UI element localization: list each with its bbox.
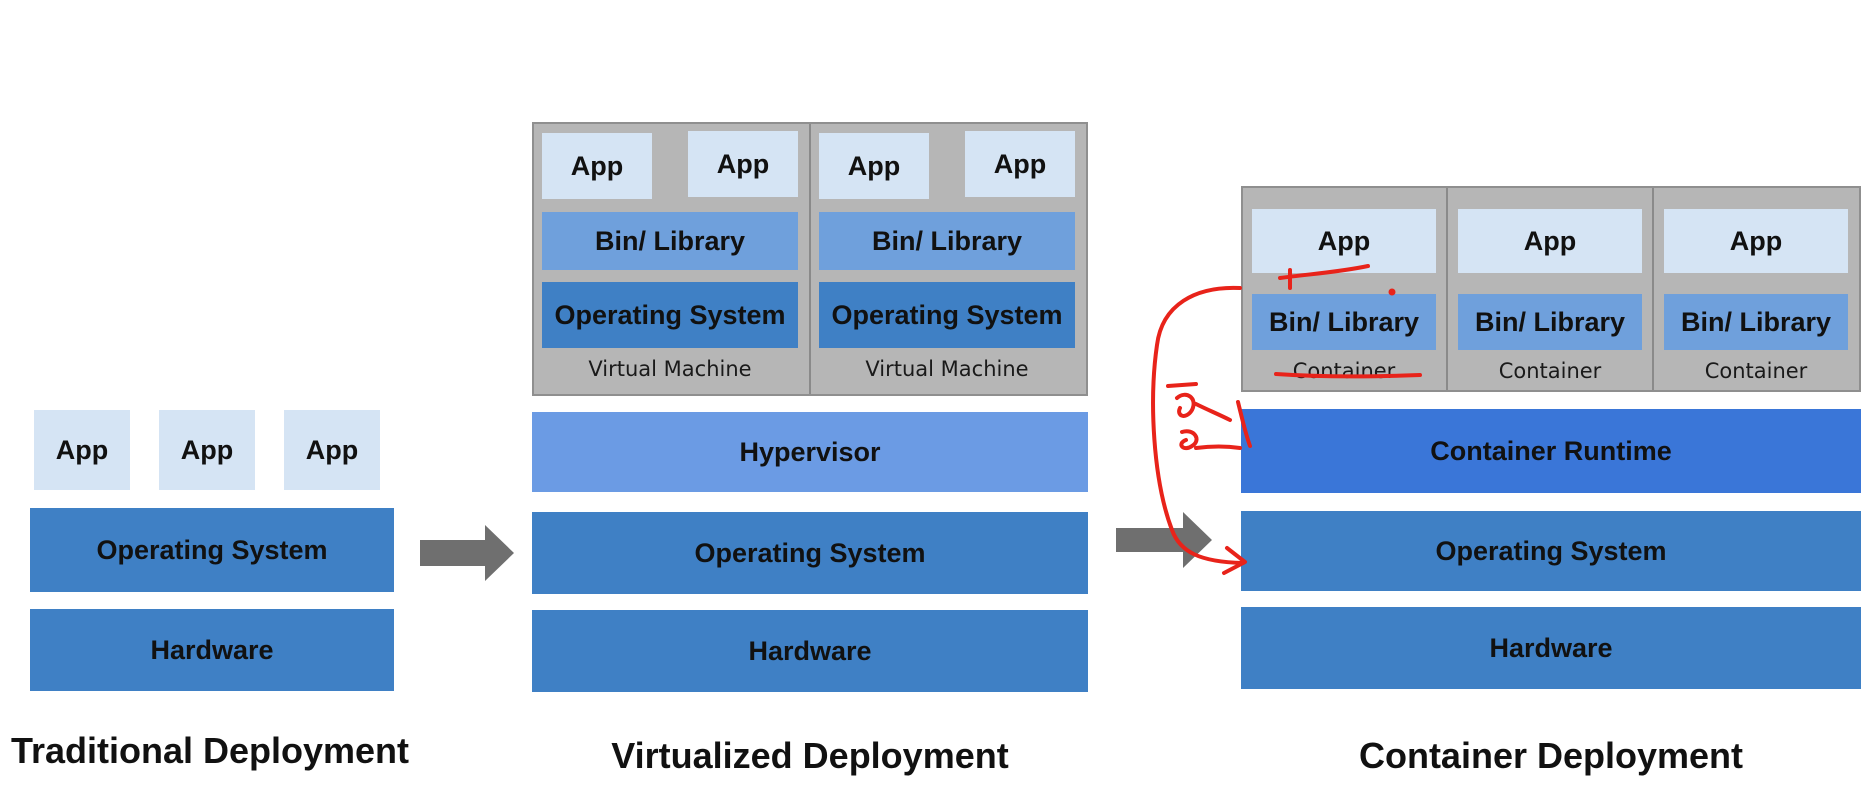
container1-label: Container (1292, 359, 1396, 383)
vm1-app-2: App (688, 131, 798, 197)
handwritten-annotation (1151, 264, 1422, 575)
hypervisor: Hypervisor (532, 412, 1088, 492)
container1-bin-library: Bin/ Library (1252, 294, 1436, 350)
container3-label: Container (1704, 359, 1808, 383)
container2-bin-library: Bin/ Library (1458, 294, 1642, 350)
traditional-app-2: App (159, 410, 255, 490)
arrow-right-icon (1116, 512, 1212, 568)
vm2-app-2: App (965, 131, 1075, 197)
container1-app: App (1252, 209, 1436, 273)
container-divider-1 (1446, 188, 1448, 390)
vm-divider (809, 124, 811, 394)
traditional-deployment-title: Traditional Deployment (10, 730, 410, 771)
vm1-app-1: App (542, 133, 652, 199)
vm2-bin-library: Bin/ Library (819, 212, 1075, 270)
container-deployment-title: Container Deployment (1358, 735, 1744, 776)
vm2-label: Virtual Machine (865, 357, 1029, 381)
container3-bin-library: Bin/ Library (1664, 294, 1848, 350)
vm1-label: Virtual Machine (588, 357, 752, 381)
container3-app: App (1664, 209, 1848, 273)
traditional-app-1: App (34, 410, 130, 490)
container-runtime: Container Runtime (1241, 409, 1861, 493)
vm2-app-1: App (819, 133, 929, 199)
container2-label: Container (1498, 359, 1602, 383)
traditional-hardware: Hardware (30, 609, 394, 691)
virtualized-hardware: Hardware (532, 610, 1088, 692)
arrow-right-icon (420, 525, 514, 581)
container-divider-2 (1652, 188, 1654, 390)
vm2-operating-system: Operating System (819, 282, 1075, 348)
virtualized-deployment-title: Virtualized Deployment (611, 735, 1009, 776)
container-operating-system: Operating System (1241, 511, 1861, 591)
traditional-app-3: App (284, 410, 380, 490)
traditional-operating-system: Operating System (30, 508, 394, 592)
virtualized-operating-system: Operating System (532, 512, 1088, 594)
vm1-bin-library: Bin/ Library (542, 212, 798, 270)
vm1-operating-system: Operating System (542, 282, 798, 348)
container2-app: App (1458, 209, 1642, 273)
container-hardware: Hardware (1241, 607, 1861, 689)
